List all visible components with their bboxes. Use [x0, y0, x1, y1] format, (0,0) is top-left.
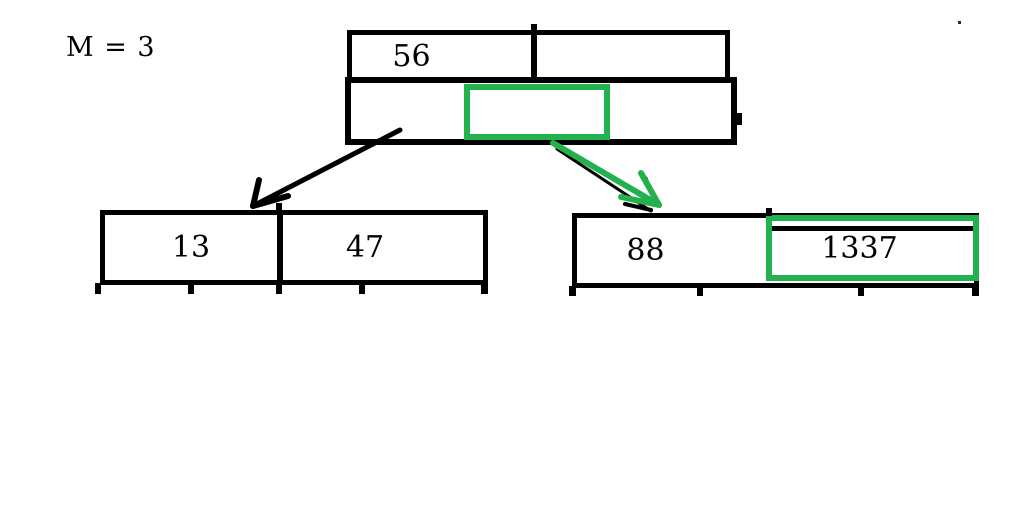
- left-child-pointer-stub-2: [188, 284, 194, 294]
- stray-dot: [958, 21, 961, 24]
- left-child-pointer-stub-5: [481, 283, 488, 294]
- root-key-cell-2: [537, 35, 725, 77]
- right-child-top-edge-line: [772, 226, 973, 231]
- root-highlighted-pointer-cell: [464, 84, 610, 140]
- root-right-edge-tick: [736, 113, 742, 125]
- left-child-pointer-stub-3: [276, 284, 282, 294]
- right-child-pointer-stub-4: [972, 286, 979, 296]
- order-label: M = 3: [66, 32, 156, 63]
- left-child-key-cell-2: 47: [283, 215, 483, 280]
- left-child-node: 13 47: [100, 210, 488, 285]
- left-child-divider-top-tick: [276, 203, 282, 211]
- root-node-key-row: 56: [347, 30, 730, 82]
- left-child-key-1: 13: [171, 230, 211, 265]
- right-child-highlighted-key-cell: 1337: [766, 215, 979, 281]
- left-child-key-cell-1: 13: [105, 215, 283, 280]
- left-child-pointer-stub-1: [95, 283, 101, 294]
- root-divider-top-tick: [531, 24, 537, 32]
- root-key-cell-1: 56: [352, 35, 537, 77]
- right-child-key-1: 88: [626, 233, 665, 268]
- left-child-pointer-stub-4: [359, 284, 365, 294]
- right-child-key-2: 1337: [821, 230, 898, 266]
- right-child-key-cell-1: 88: [577, 218, 766, 283]
- left-child-key-2: 47: [345, 230, 385, 265]
- right-child-pointer-stub-3: [858, 286, 864, 296]
- root-to-right-child-arrow: [550, 140, 662, 213]
- root-key-1: 56: [392, 38, 431, 74]
- right-child-divider-top-tick: [766, 208, 772, 216]
- right-child-pointer-stub-2: [697, 286, 703, 296]
- right-child-pointer-stub-1: [569, 286, 576, 296]
